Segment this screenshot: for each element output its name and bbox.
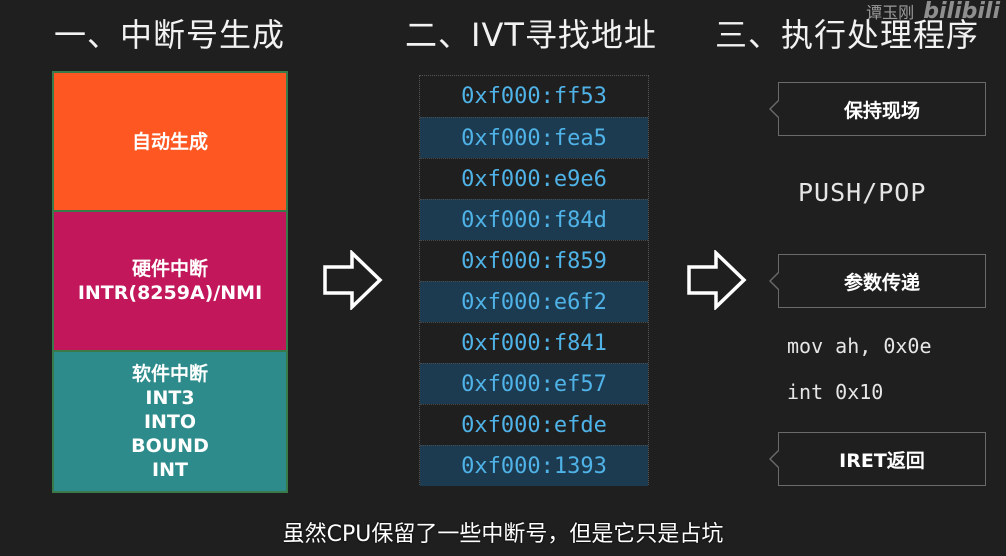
pass-params-label: 参数传递 [843,271,920,294]
ivt-entry: 0xf000:f841 [420,322,648,363]
ivt-entry: 0xf000:fea5 [420,117,648,158]
auto-generated-label: 自动生成 [131,130,208,153]
software-interrupt-int3: INT3 [145,386,195,409]
auto-generated-box: 自动生成 [52,71,288,212]
ivt-entry: 0xf000:f84d [420,199,648,240]
ivt-entry: 0xf000:f859 [420,240,648,281]
hardware-interrupt-label: 硬件中断 [131,258,208,280]
save-context-label: 保持现场 [843,99,920,122]
video-subtitle: 虽然CPU保留了一些中断号，但是它只是占坑 [282,522,724,547]
callout-pointer-icon [769,271,780,291]
ivt-entry: 0xf000:e9e6 [420,158,648,199]
bilibili-logo: bilibili [923,0,1000,24]
ivt-entry: 0xf000:ff53 [461,84,607,109]
ivt-entry: 0xf000:ef57 [420,363,648,404]
hardware-interrupt-box: 硬件中断 INTR(8259A)/NMI [52,210,288,352]
callout-pointer-icon [769,449,780,469]
software-interrupt-int: INT [152,458,188,481]
save-context-callout: 保持现场 [769,82,986,136]
software-interrupt-label: 软件中断 [131,362,208,385]
arrow-right-icon [323,250,383,310]
interrupt-source-stack: 自动生成 硬件中断 INTR(8259A)/NMI 软件中断 INT3 INTO… [52,71,288,493]
software-interrupt-into: INTO [143,410,197,433]
arrow-right-icon [687,250,747,310]
ivt-entry: 0xf000:1393 [420,445,648,486]
iret-return-label: IRET返回 [839,449,925,472]
heading-step1: 一、中断号生成 [54,16,286,54]
callout-pointer-icon [769,99,780,119]
watermark-author: 谭玉刚 [866,3,915,22]
pass-params-callout: 参数传递 [769,254,986,308]
code-line-mov: mov ah, 0x0e [787,334,932,358]
code-line-int: int 0x10 [787,380,884,404]
ivt-entry: 0xf000:efde [420,404,648,445]
software-interrupt-bound: BOUND [131,434,209,457]
ivt-entry: 0xf000:e6f2 [420,281,648,322]
ivt-table: 0xf000:ff53 0xf000:fea5 0xf000:e9e6 0xf0… [419,75,649,486]
hardware-interrupt-detail: INTR(8259A)/NMI [77,282,263,304]
heading-step2: 二、IVT寻找地址 [405,16,657,54]
watermark: 谭玉刚 bilibili [866,0,1000,24]
push-pop-text: PUSH/POP [798,178,927,207]
iret-return-callout: IRET返回 [769,432,986,486]
heading-step3: 三、执行处理程序 [715,16,980,54]
software-interrupt-box: 软件中断 INT3 INTO BOUND INT [52,350,288,493]
